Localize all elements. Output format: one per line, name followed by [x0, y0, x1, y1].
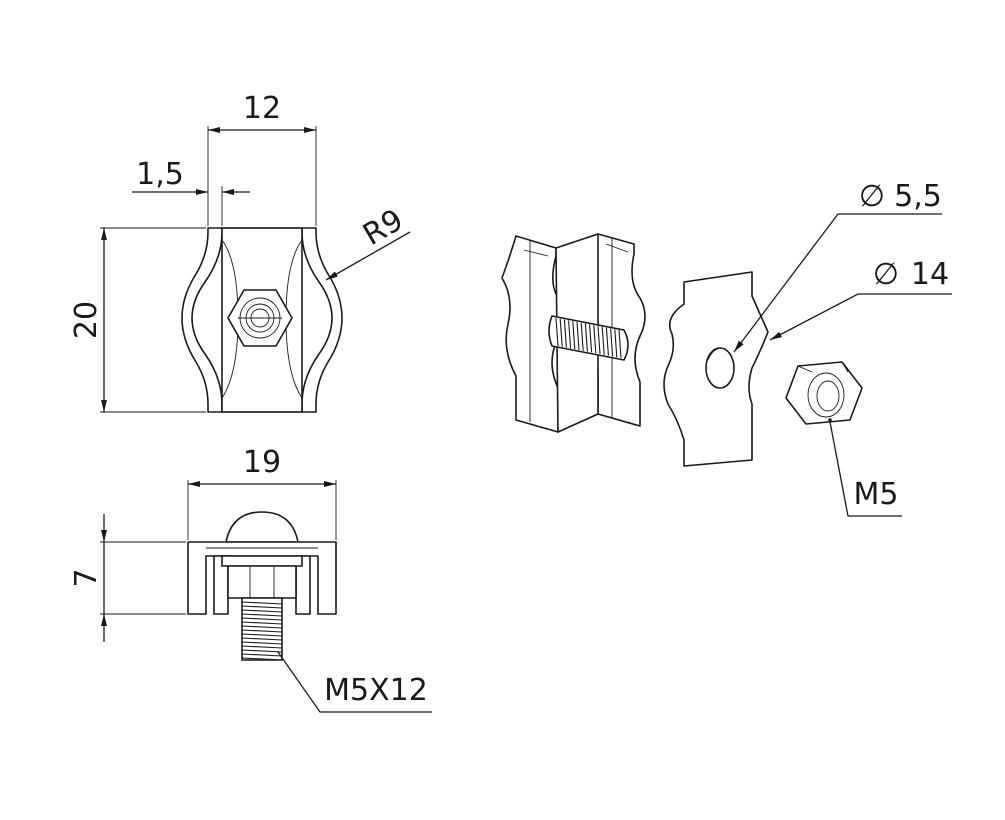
thread-line	[597, 325, 601, 355]
thread-line	[593, 325, 597, 354]
thread-line	[241, 609, 283, 613]
thread-line	[241, 605, 283, 609]
thread-line	[614, 329, 618, 358]
side-view-bolt-shank	[241, 597, 283, 661]
callout-bolt: M5X12	[277, 651, 432, 713]
thread-line	[241, 621, 283, 625]
iso-view	[501, 233, 863, 467]
side-view-nut	[227, 565, 297, 599]
thread-line	[618, 329, 622, 359]
thread-line	[241, 633, 283, 637]
side-view	[187, 511, 337, 661]
dim-7-label: 7	[69, 568, 104, 587]
callout-hole-diameter: ∅ 5,5	[733, 179, 942, 353]
thread-line	[241, 649, 283, 653]
front-view	[181, 227, 343, 413]
front-view-body-right	[301, 227, 343, 413]
iso-plate-hole	[705, 347, 735, 389]
thread-line	[559, 318, 563, 347]
thread-line	[610, 328, 614, 357]
thread-line	[576, 321, 580, 351]
front-view-body	[181, 227, 223, 413]
side-view-clamp	[187, 541, 337, 615]
side-view-bolt-head	[225, 511, 299, 543]
thread-line	[584, 323, 588, 352]
thread-line	[605, 327, 609, 356]
thread-line	[589, 324, 593, 353]
callout-bolt-label: M5X12	[324, 673, 428, 708]
callout-plate-diameter-symbol: ∅	[873, 257, 899, 292]
dim-20: 20	[69, 227, 206, 413]
thread-line	[241, 601, 283, 605]
dim-12-label: 12	[243, 91, 281, 126]
callout-plate-diameter-label: 14	[911, 257, 949, 292]
iso-nut	[785, 361, 863, 425]
thread-line	[555, 317, 559, 347]
thread-line	[572, 321, 576, 350]
callout-plate-diameter: ∅ 14	[769, 257, 952, 341]
dim-r9: R9	[325, 203, 411, 281]
thread-line	[580, 322, 584, 351]
callout-nut-label: M5	[854, 477, 899, 512]
thread-line	[241, 657, 283, 661]
thread-line	[241, 641, 283, 645]
thread-line	[601, 326, 605, 355]
dim-19: 19	[187, 445, 337, 540]
callout-hole-diameter-symbol: ∅	[859, 179, 885, 214]
dim-r9-label: R9	[357, 203, 409, 253]
dim-7: 7	[69, 514, 186, 642]
thread-line	[241, 637, 283, 641]
thread-line	[241, 629, 283, 633]
callout-hole-diameter-label: 5,5	[894, 179, 942, 214]
thread-line	[568, 320, 572, 349]
dim-19-label: 19	[243, 445, 281, 480]
dim-12: 12	[207, 91, 317, 226]
thread-line	[241, 617, 283, 621]
callout-nut: M5	[829, 421, 902, 517]
thread-line	[241, 625, 283, 629]
thread-line	[563, 319, 567, 348]
dim-1-5: 1,5	[132, 157, 250, 226]
dim-1-5-label: 1,5	[136, 157, 184, 192]
thread-line	[241, 613, 283, 617]
dim-20-label: 20	[69, 301, 104, 339]
thread-line	[241, 653, 283, 657]
thread-line	[241, 645, 283, 649]
